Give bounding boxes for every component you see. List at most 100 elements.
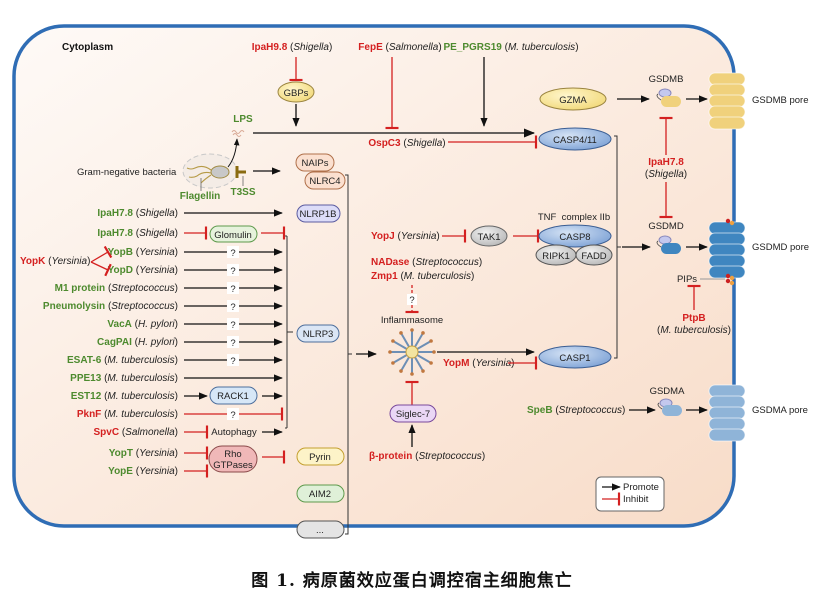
inflammasome-tip bbox=[410, 372, 414, 376]
fadd-label: FADD bbox=[581, 251, 606, 262]
left-effector-row: PknF (M. tuberculosis)? bbox=[77, 407, 284, 421]
nlrp3-node bbox=[296, 324, 340, 343]
casp1-label: CASP1 bbox=[559, 353, 590, 364]
legend-promote-label: Promote bbox=[623, 482, 659, 493]
gsdmd-label: GSDMD bbox=[648, 221, 684, 232]
inflammasome-spoke bbox=[415, 340, 432, 351]
left-effector-row: YopB (Yersinia)? bbox=[108, 246, 283, 259]
effector-label: PPE13 (M. tuberculosis) bbox=[70, 373, 178, 384]
inflammasome-tip bbox=[432, 350, 436, 354]
ipah78-right-name: IpaH7.8 bbox=[648, 157, 684, 168]
effector-label: EST12 (M. tuberculosis) bbox=[71, 391, 178, 402]
effector-label: IpaH7.8 (Shigella) bbox=[97, 228, 178, 239]
nlrc4-node bbox=[304, 171, 346, 190]
pore-subunit bbox=[708, 232, 746, 246]
inflammasome-tip bbox=[388, 350, 392, 354]
casp411-node bbox=[538, 127, 612, 151]
left-effector-row: YopE (Yersinia) bbox=[108, 464, 209, 478]
ipah78-right-org: (Shigella) bbox=[645, 169, 687, 180]
effector-fepe: FepE (Salmonella) bbox=[358, 42, 441, 53]
casp1-node bbox=[538, 345, 612, 369]
inflammasome-spoke bbox=[400, 355, 411, 372]
effector-label: YopE (Yersinia) bbox=[108, 466, 178, 477]
effector-pe-pgrs19: PE_PGRS19 (M. tuberculosis) bbox=[443, 42, 578, 53]
left-effector-row: ESAT-6 (M. tuberculosis)? bbox=[67, 354, 283, 367]
cytoplasm-label: Cytoplasm bbox=[62, 42, 113, 53]
pore-subunit bbox=[708, 116, 746, 130]
question-box bbox=[227, 354, 239, 366]
siglec7-node bbox=[389, 404, 437, 423]
left-effector-row: CagPAI (H. pylori)? bbox=[97, 336, 283, 349]
svg-text:IpaH9.8 (Shigella): IpaH9.8 (Shigella) bbox=[252, 42, 333, 53]
nlrp1b-label: NLRP1B bbox=[300, 209, 337, 220]
gsdmd-protein-icon bbox=[656, 235, 681, 254]
effector-label: SpvC (Salmonella) bbox=[94, 427, 179, 438]
inhibit-yopk-yopd bbox=[90, 261, 112, 277]
pore-subunit bbox=[708, 428, 746, 442]
svg-text:YopJ (Yersinia): YopJ (Yersinia) bbox=[371, 231, 440, 242]
gsdmd-pore-icon bbox=[708, 221, 746, 279]
other-sensors-label: ... bbox=[316, 525, 324, 536]
autophagy-label: Autophagy bbox=[211, 427, 257, 438]
left-effector-row: YopD (Yersinia)? bbox=[108, 264, 283, 277]
other-sensors-node bbox=[296, 520, 345, 539]
pore-subunit bbox=[708, 94, 746, 108]
gzma-label: GZMA bbox=[559, 95, 587, 106]
gbps-node bbox=[277, 81, 315, 103]
tnf-complex-label: TNF complex IIb bbox=[538, 212, 610, 223]
gsdmb-pore-label: GSDMB pore bbox=[752, 95, 809, 106]
inflammasome-spoke bbox=[413, 355, 424, 372]
pore-subunit bbox=[708, 384, 746, 398]
effector-ospc3: OspC3 (Shigella) bbox=[368, 138, 445, 149]
rack1-node bbox=[209, 386, 258, 405]
gsdma-pore-icon bbox=[708, 384, 746, 442]
pore-subunit bbox=[708, 221, 746, 235]
glomulin-label: Glomulin bbox=[214, 230, 252, 241]
left-effector-row: Pneumolysin (Streptococcus)? bbox=[43, 300, 283, 313]
inflammasome-spoke bbox=[392, 340, 409, 351]
left-effector-row: YopT (Yersinia) bbox=[109, 446, 209, 460]
tak1-label: TAK1 bbox=[477, 232, 500, 243]
ptpb-org: (M. tuberculosis) bbox=[657, 325, 731, 336]
effector-label: M1 protein (Streptococcus) bbox=[55, 283, 178, 294]
svg-text:Zmp1 (M. tuberculosis): Zmp1 (M. tuberculosis) bbox=[371, 271, 474, 282]
effector-nadase: NADase (Streptococcus) bbox=[371, 257, 482, 268]
aim2-node bbox=[296, 484, 345, 503]
question-mark-mid: ? bbox=[409, 295, 414, 306]
pore-subunit bbox=[708, 395, 746, 409]
nlrp3-bracket bbox=[285, 235, 293, 429]
svg-text:YopM (Yersinia): YopM (Yersinia) bbox=[443, 358, 515, 369]
svg-text:NADase (Streptococcus): NADase (Streptococcus) bbox=[371, 257, 482, 268]
svg-text:PE_PGRS19 (M. tuberculosis): PE_PGRS19 (M. tuberculosis) bbox=[443, 42, 578, 53]
left-effector-list: IpaH7.8 (Shigella)IpaH7.8 (Shigella)YopB… bbox=[43, 208, 286, 478]
figure-caption: 图 1. 病原菌效应蛋白调控宿主细胞焦亡 bbox=[251, 571, 573, 591]
lps-arrow bbox=[227, 138, 240, 168]
inflammasome-spoke bbox=[413, 332, 424, 349]
nlrp3-label: NLRP3 bbox=[303, 329, 334, 340]
siglec7-label: Siglec-7 bbox=[396, 409, 430, 420]
pore-subunit bbox=[708, 254, 746, 268]
svg-text:YopK (Yersinia): YopK (Yersinia) bbox=[20, 256, 90, 267]
effector-label: YopB (Yersinia) bbox=[108, 247, 178, 258]
lps-label: LPS bbox=[233, 114, 253, 125]
aim2-label: AIM2 bbox=[309, 489, 331, 500]
inflammasome-tip bbox=[429, 339, 433, 343]
pore-subunit bbox=[708, 72, 746, 86]
pore-subunit bbox=[708, 265, 746, 279]
left-effector-row: IpaH7.8 (Shigella) bbox=[97, 226, 286, 240]
effector-yopj: YopJ (Yersinia) bbox=[371, 231, 440, 242]
effector-yopk: YopK (Yersinia) bbox=[20, 256, 90, 267]
casp8-node bbox=[538, 224, 612, 248]
effector-label: CagPAI (H. pylori) bbox=[97, 337, 178, 348]
question-box bbox=[227, 282, 239, 294]
effector-yopm: YopM (Yersinia) bbox=[443, 358, 515, 369]
inflammasome-tip bbox=[391, 361, 395, 365]
question-box bbox=[227, 264, 239, 276]
svg-text:β-protein (Streptococcus): β-protein (Streptococcus) bbox=[369, 451, 485, 462]
question-mark: ? bbox=[230, 266, 235, 277]
gsdma-protein-icon bbox=[657, 398, 682, 416]
inflammasome-tip bbox=[421, 369, 425, 373]
naips-node bbox=[295, 153, 335, 172]
question-mark: ? bbox=[230, 248, 235, 259]
